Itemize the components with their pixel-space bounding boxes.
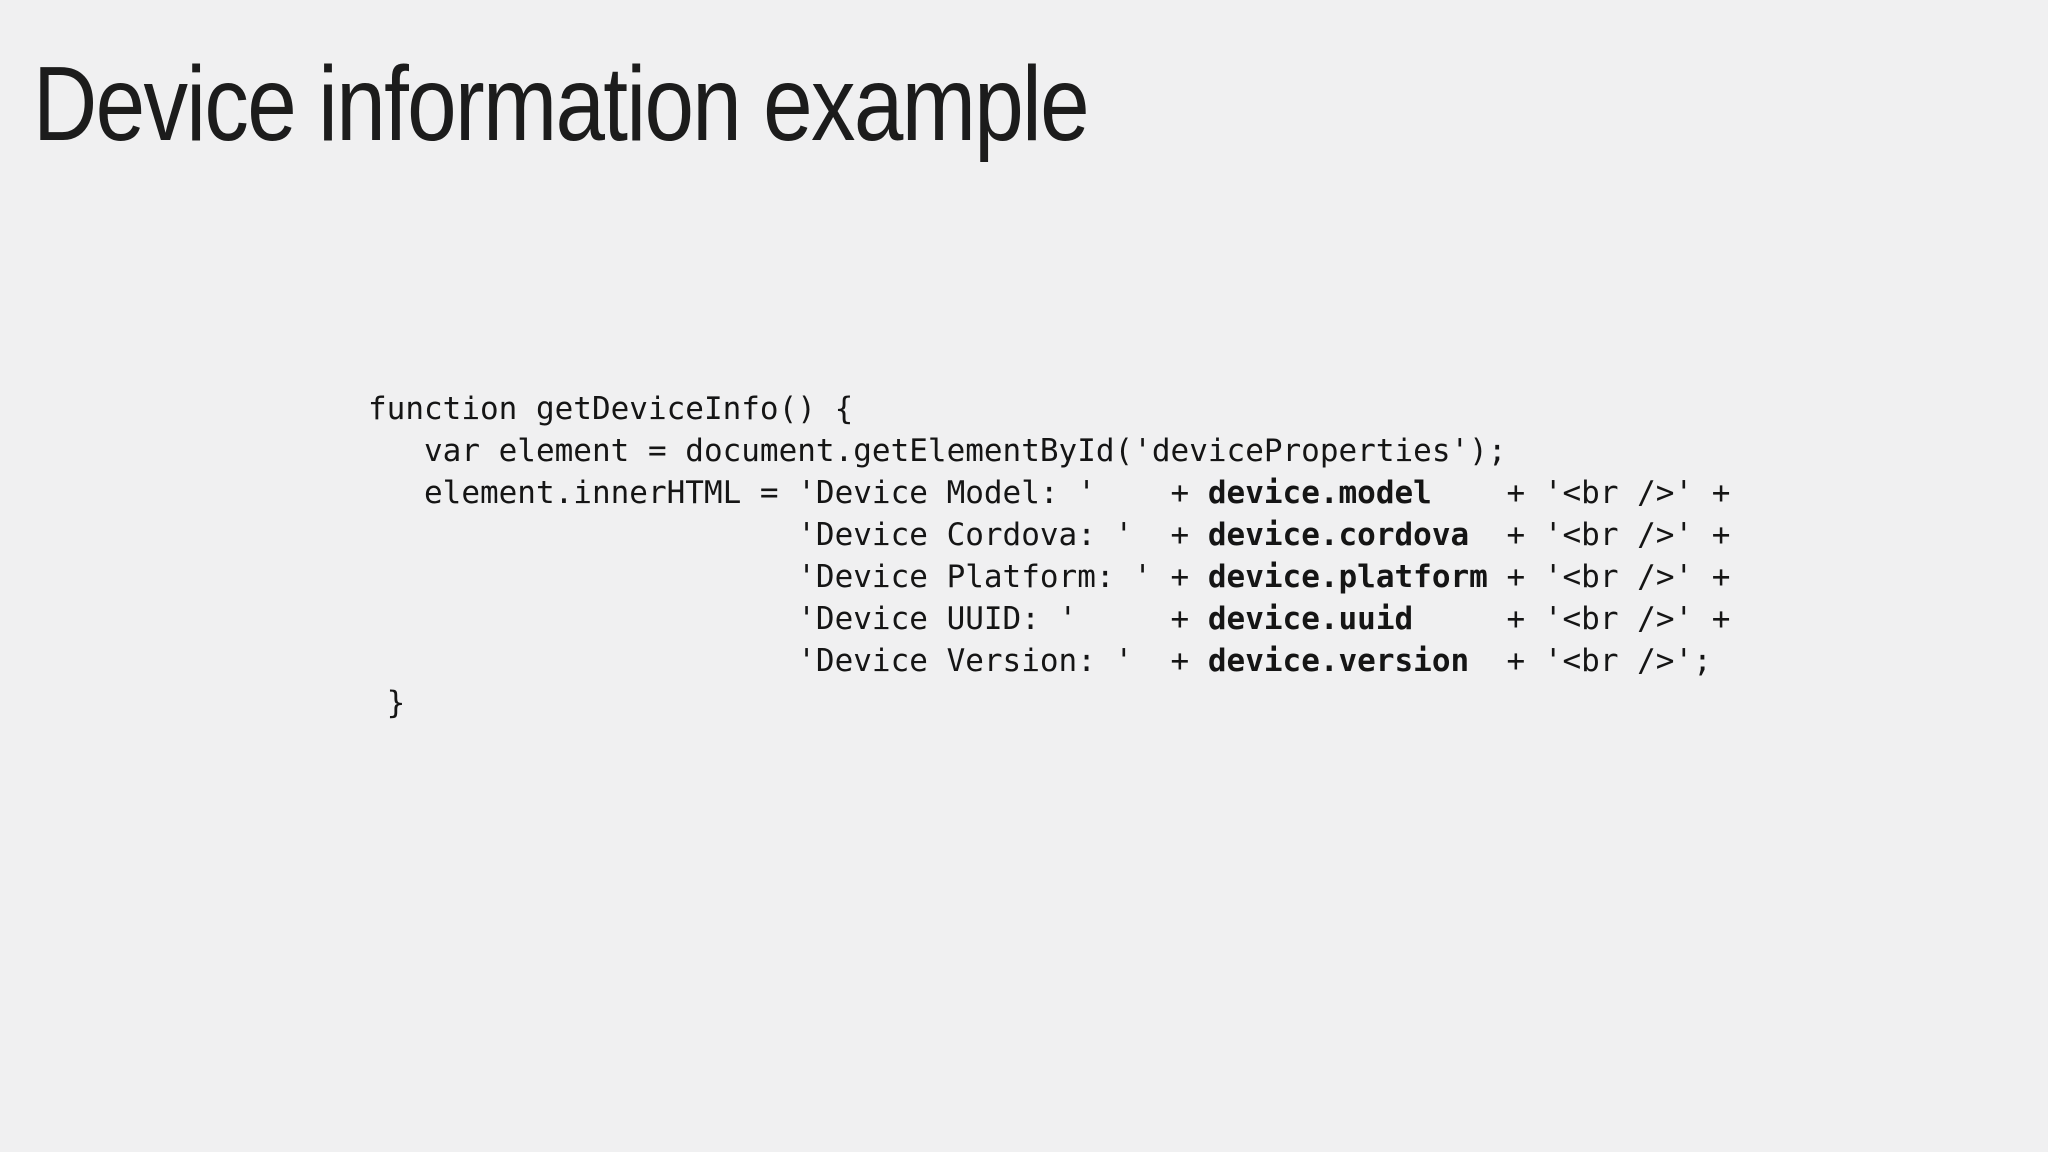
code-text: + '<br />' + — [1469, 517, 1731, 553]
code-line: var element = document.getElementById('d… — [368, 430, 1730, 472]
code-line: 'Device UUID: ' + device.uuid + '<br />'… — [368, 598, 1730, 640]
code-device-property: device.platform — [1207, 559, 1488, 595]
code-text: 'Device Cordova: ' + — [368, 517, 1208, 553]
code-line: 'Device Version: ' + device.version + '<… — [368, 640, 1730, 682]
code-text: + '<br />' + — [1431, 475, 1731, 511]
code-text: + '<br />' + — [1413, 601, 1731, 637]
code-text: function getDeviceInfo() { — [368, 391, 854, 427]
slide-title: Device information example — [33, 45, 1090, 163]
code-text: 'Device UUID: ' + — [368, 601, 1208, 637]
code-line: } — [368, 682, 1730, 724]
code-device-property: device.version — [1207, 643, 1470, 679]
code-block: function getDeviceInfo() { var element =… — [368, 388, 1730, 724]
code-line: function getDeviceInfo() { — [368, 388, 1730, 430]
code-text: 'Device Platform: ' + — [368, 559, 1208, 595]
code-device-property: device.cordova — [1207, 517, 1470, 553]
code-text: + '<br />'; — [1469, 643, 1712, 679]
code-line: 'Device Platform: ' + device.platform + … — [368, 556, 1730, 598]
code-text: element.innerHTML = 'Device Model: ' + — [368, 475, 1208, 511]
code-text: } — [368, 685, 406, 721]
code-text: var element = document.getElementById('d… — [368, 433, 1507, 469]
code-text: 'Device Version: ' + — [368, 643, 1208, 679]
code-device-property: device.model — [1207, 475, 1432, 511]
code-line: 'Device Cordova: ' + device.cordova + '<… — [368, 514, 1730, 556]
code-line: element.innerHTML = 'Device Model: ' + d… — [368, 472, 1730, 514]
code-text: + '<br />' + — [1487, 559, 1731, 595]
code-device-property: device.uuid — [1207, 601, 1414, 637]
